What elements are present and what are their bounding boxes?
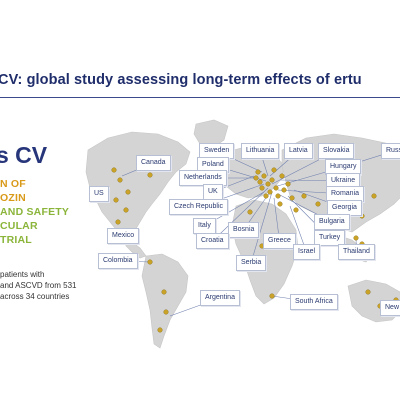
description-line-2: and ASCVD from 531	[0, 281, 77, 290]
description-line-3: across 34 countries	[0, 292, 70, 301]
country-label-greece: Greece	[263, 233, 296, 249]
site-marker	[277, 201, 283, 207]
site-marker	[115, 219, 121, 225]
country-label-argentina: Argentina	[200, 290, 240, 306]
site-marker	[271, 167, 277, 173]
country-label-croatia: Croatia	[196, 233, 229, 249]
leader-line-serbia	[250, 191, 273, 264]
site-marker	[279, 173, 285, 179]
site-marker	[263, 193, 269, 199]
site-marker	[113, 197, 119, 203]
site-marker	[257, 179, 263, 185]
site-marker	[269, 177, 275, 183]
country-label-us: US	[89, 186, 109, 202]
site-marker	[117, 177, 123, 183]
title-divider	[0, 97, 400, 98]
site-marker	[285, 181, 291, 187]
country-label-new: New	[380, 300, 400, 316]
country-label-slovakia: Slovakia	[318, 143, 355, 159]
south-america-landmass	[141, 253, 189, 349]
country-label-lithuania: Lithuania	[241, 143, 280, 159]
site-marker	[281, 187, 287, 193]
site-markers	[101, 165, 399, 333]
site-marker	[301, 193, 307, 199]
country-label-uk: UK	[203, 184, 223, 200]
trial-subtitle-line-3: AND SAFETY	[0, 206, 70, 218]
site-marker	[259, 185, 265, 191]
trial-subtitle-line-1: N OF	[0, 178, 26, 190]
site-marker	[255, 169, 261, 175]
site-marker	[315, 201, 321, 207]
site-marker	[147, 172, 153, 178]
site-marker	[247, 209, 253, 215]
site-marker	[265, 181, 271, 187]
north-america-landmass	[85, 131, 191, 239]
site-marker	[123, 207, 129, 213]
trial-subtitle-line-2: OZIN	[0, 192, 26, 204]
trial-subtitle-line-4: CULAR	[0, 220, 38, 232]
country-label-serbia: Serbia	[236, 255, 267, 271]
site-marker	[111, 167, 117, 173]
country-label-thailand: Thailand	[338, 244, 375, 260]
site-marker	[365, 289, 371, 295]
site-marker	[125, 189, 131, 195]
country-label-bulgaria: Bulgaria	[314, 214, 350, 230]
leader-line-croatia	[212, 187, 269, 242]
country-label-czech-republic: Czech Republic	[169, 199, 229, 215]
country-label-russ: Russ	[381, 143, 400, 159]
country-label-italy: Italy	[193, 218, 216, 234]
site-marker	[273, 185, 279, 191]
site-marker	[267, 189, 273, 195]
trial-logo: s CV	[0, 142, 48, 168]
site-marker	[253, 175, 259, 181]
description-line-1: patients with	[0, 270, 45, 279]
site-marker	[293, 207, 299, 213]
site-marker	[161, 289, 167, 295]
country-label-bosnia: Bosnia	[228, 222, 260, 238]
site-marker	[275, 193, 281, 199]
country-label-mexico: Mexico	[107, 228, 140, 244]
site-marker	[353, 235, 359, 241]
country-label-turkey: Turkey	[314, 230, 346, 246]
site-marker	[157, 327, 163, 333]
country-label-poland: Poland	[197, 157, 229, 173]
site-marker	[289, 195, 295, 201]
slide-title: CV: global study assessing long-term eff…	[0, 72, 362, 88]
site-marker	[371, 193, 377, 199]
country-label-israel: Israel	[293, 244, 321, 260]
site-marker	[147, 259, 153, 265]
country-label-netherlands: Netherlands	[179, 170, 227, 186]
country-label-colombia: Colombia	[98, 253, 138, 269]
site-marker	[269, 293, 275, 299]
trial-subtitle-line-5: TRIAL	[0, 234, 32, 246]
site-marker	[163, 309, 169, 315]
country-label-latvia: Latvia	[284, 143, 313, 159]
country-label-south-africa: South Africa	[290, 294, 338, 310]
trial-description: patients with and ASCVD from 531 across …	[0, 269, 140, 302]
site-marker	[261, 173, 267, 179]
country-label-canada: Canada	[136, 155, 171, 171]
